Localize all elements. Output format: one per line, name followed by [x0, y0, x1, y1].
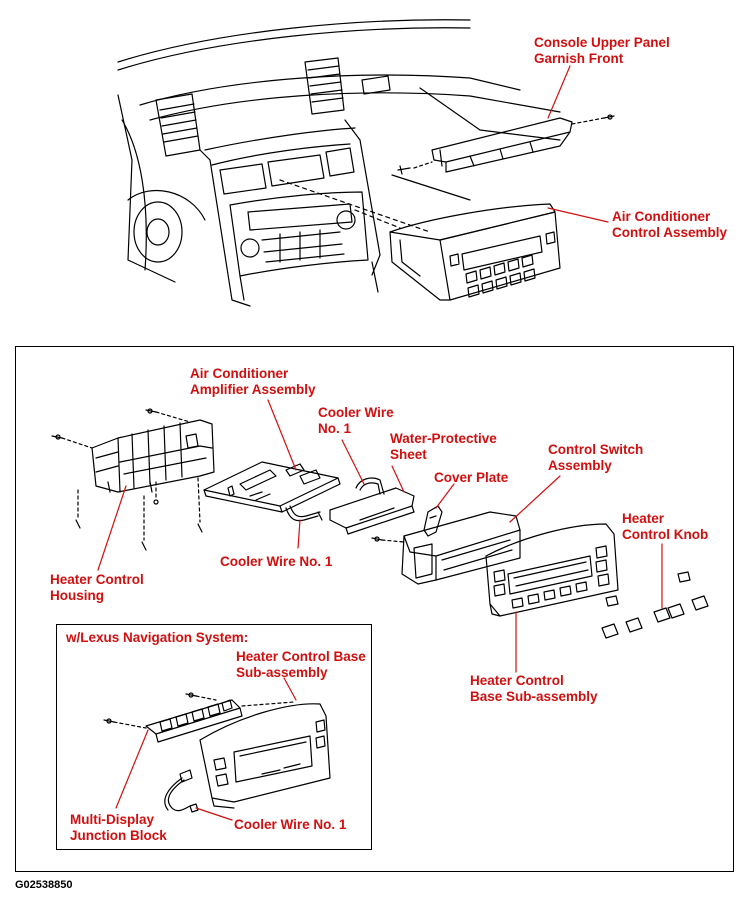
heater-control-base-nav-part [199, 703, 331, 809]
nav-screws [103, 692, 295, 729]
cooler-wire-mid-part [285, 505, 323, 522]
heater-control-base-right-part [485, 523, 619, 617]
water-protective-sheet-part [329, 487, 415, 535]
audio-unit-in-dash [229, 191, 369, 277]
cooler-wire-top-part [355, 477, 385, 495]
ac-amplifier-board-part [203, 461, 341, 513]
heater-control-housing-part [91, 419, 215, 493]
dashboard-drawing [117, 19, 615, 307]
label-multi-display-junction: Multi-Display Junction Block [70, 812, 167, 843]
heater-control-knobs-part [601, 571, 709, 639]
label-control-switch-assembly: Control Switch Assembly [548, 442, 644, 473]
label-nav-heading: w/Lexus Navigation System: [66, 630, 249, 645]
nav-inset-drawing [103, 677, 331, 821]
cooler-wire-nav-part [164, 769, 199, 813]
exploded-parts-drawing [51, 399, 709, 673]
housing-screws [51, 408, 203, 551]
label-heater-control-base-right: Heater Control Base Sub-assembly [470, 673, 598, 704]
label-cooler-wire-mid: Cooler Wire No. 1 [220, 554, 333, 569]
left-air-vent [155, 93, 201, 157]
label-ac-control-assembly: Air Conditioner Control Assembly [612, 209, 728, 240]
label-cooler-wire-bottom: Cooler Wire No. 1 [234, 817, 347, 832]
label-water-protective-sheet: Water-Protective Sheet [390, 431, 497, 462]
center-air-vent [304, 57, 345, 115]
screw-control-switch [371, 536, 405, 543]
label-ac-amplifier-assembly: Air Conditioner Amplifier Assembly [190, 366, 316, 397]
label-cooler-wire-top: Cooler Wire No. 1 [318, 405, 394, 436]
screw-right-top [603, 114, 615, 120]
label-heater-control-housing: Heater Control Housing [50, 572, 144, 603]
figure-code: G02538850 [15, 879, 73, 891]
nav-system-inset-frame [56, 624, 372, 850]
parts-detail-frame [15, 346, 734, 872]
label-cover-plate: Cover Plate [434, 470, 509, 485]
control-switch-assembly-part [401, 511, 521, 585]
ac-control-assembly-part [389, 203, 561, 301]
multi-display-junction-block-part [145, 699, 243, 743]
label-console-upper-panel: Console Upper Panel Garnish Front [534, 35, 670, 66]
console-upper-panel-part [431, 117, 573, 173]
screw-left-top [397, 165, 411, 175]
label-heater-control-knob: Heater Control Knob [622, 511, 709, 542]
label-heater-control-base-nav: Heater Control Base Sub-assembly [236, 649, 366, 680]
